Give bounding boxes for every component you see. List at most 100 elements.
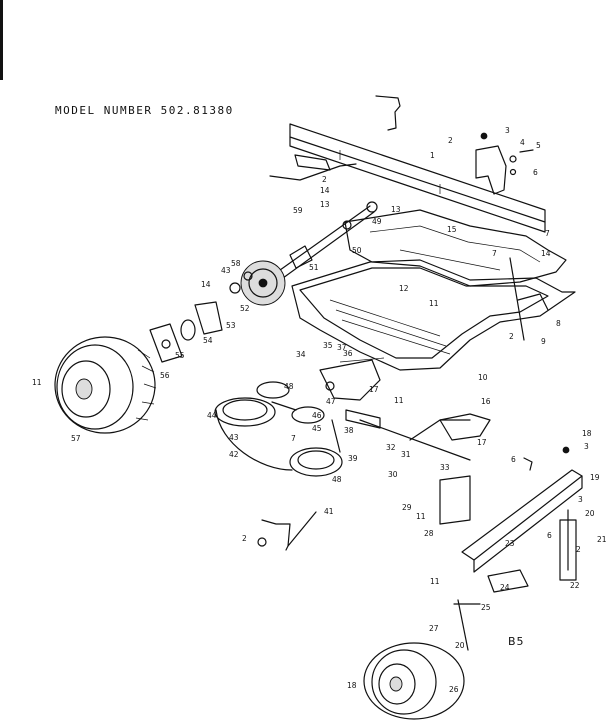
callout-c24: 24 [500,583,510,592]
callout-c35: 35 [323,341,333,350]
callout-c43a: 43 [221,266,231,275]
callout-c11b: 11 [32,378,42,387]
callout-c49: 49 [372,217,382,226]
pulley-belt-system [214,381,343,477]
lever-41 [257,511,317,551]
callout-c7b: 7 [492,249,497,258]
callout-c42: 42 [229,450,239,459]
callout-c7a: 7 [545,229,550,238]
callout-c28: 28 [424,529,434,538]
callout-c3b: 3 [584,442,589,451]
callout-c11c: 11 [394,396,404,405]
callout-c31: 31 [401,450,411,459]
callout-c13a: 13 [391,205,401,214]
callout-c48b: 48 [332,475,342,484]
main-deck [291,209,576,371]
callout-c2e: 2 [576,545,581,554]
callout-c18b: 18 [347,681,357,690]
callout-c14c: 14 [201,280,211,289]
callout-c54: 54 [203,336,213,345]
frame-cross-member [289,123,546,233]
callout-c12: 12 [399,284,409,293]
callout-c43b: 43 [229,433,239,442]
callout-c6a: 6 [533,168,538,177]
callout-c11e: 11 [430,577,440,586]
callout-c58: 58 [231,259,241,268]
top-bracket [269,95,401,181]
callout-c57: 57 [71,434,81,443]
callout-c45: 45 [312,424,322,433]
callout-c1: 1 [430,151,435,160]
callout-c20a: 20 [585,509,595,518]
callout-c4: 4 [520,138,525,147]
control-rods [359,257,549,525]
callout-c53: 53 [226,321,236,330]
callout-c14a: 14 [541,249,551,258]
callout-c19: 19 [590,473,600,482]
callout-c6b: 6 [511,455,516,464]
callout-c55: 55 [175,351,185,360]
callout-c13b: 13 [320,200,330,209]
callout-c17b: 17 [477,438,487,447]
callout-c2b: 2 [509,332,514,341]
rear-wheel [54,336,157,434]
callout-c5: 5 [536,141,541,150]
callout-c10: 10 [478,373,488,382]
callout-c26: 26 [449,685,459,694]
callout-c46: 46 [312,411,322,420]
callout-c20b: 20 [455,641,465,650]
callout-c34: 34 [296,350,306,359]
callout-c3a: 3 [505,126,510,135]
callout-c22: 22 [570,581,580,590]
callout-c44: 44 [207,411,217,420]
callout-c2d: 2 [242,534,247,543]
callout-c36: 36 [343,349,353,358]
callout-c48a: 48 [284,382,294,391]
callout-c39: 39 [348,454,358,463]
callout-c17a: 17 [369,385,379,394]
callout-c2a: 2 [448,136,453,145]
scan-edge-mark [0,0,3,80]
callout-c18a: 18 [582,429,592,438]
callout-c29: 29 [402,503,412,512]
model-number-title: MODEL NUMBER 502.81380 [55,104,234,117]
callout-c59: 59 [293,206,303,215]
seat-bracket [475,132,534,195]
callout-c47: 47 [326,397,336,406]
callout-c11d: 11 [416,512,426,521]
callout-c9: 9 [541,337,546,346]
callout-c2c: 2 [322,175,327,184]
callout-c37: 37 [337,343,347,352]
callout-c8: 8 [556,319,561,328]
callout-c33: 33 [440,463,450,472]
callout-c32: 32 [386,443,396,452]
steering-linkage [453,509,577,651]
bracket-16 [439,413,491,441]
hub-assembly [149,301,223,363]
idler-arm [319,357,385,429]
callout-c16: 16 [481,397,491,406]
callout-c41: 41 [324,507,334,516]
callout-c51: 51 [309,263,319,272]
callout-c3c: 3 [578,495,583,504]
callout-c11a: 11 [429,299,439,308]
callout-c27: 27 [429,624,439,633]
callout-c30: 30 [388,470,398,479]
callout-c14b: 14 [320,186,330,195]
callout-c23: 23 [505,539,515,548]
callout-c6c: 6 [547,531,552,540]
callout-c15: 15 [447,225,457,234]
callout-c7c: 7 [291,434,296,443]
callout-c38: 38 [344,426,354,435]
callout-c56: 56 [160,371,170,380]
callout-c50: 50 [352,246,362,255]
drive-shaft [265,201,378,287]
transaxle-housing [229,260,286,306]
front-axle [461,446,583,573]
sheet-label: B5 [508,635,525,648]
callout-c52: 52 [240,304,250,313]
callout-c25: 25 [481,603,491,612]
